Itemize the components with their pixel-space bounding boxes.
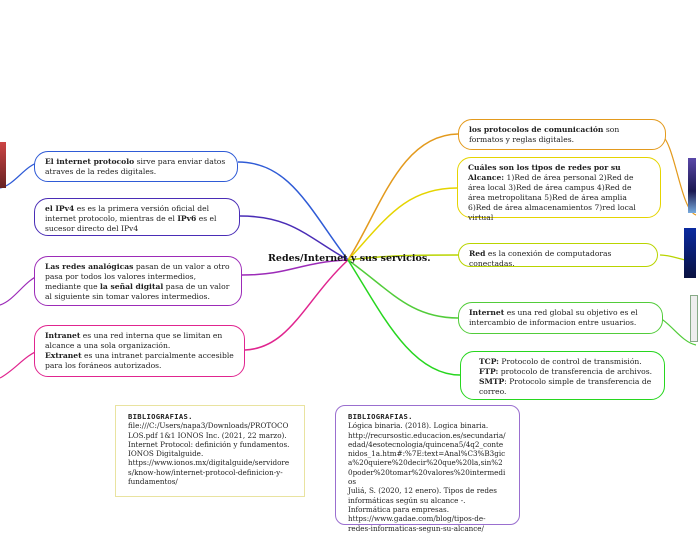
node-text-2: pasa de un valor al siguiente sin tomar … bbox=[45, 282, 230, 301]
thumbnail-image-left bbox=[0, 142, 6, 188]
connector-protocolos bbox=[347, 133, 459, 261]
protocol-line-tcp: TCP: Protocolo de control de transmisión… bbox=[479, 357, 654, 367]
node-bold: El internet protocolo bbox=[45, 157, 135, 166]
bibliography-entry-2: Juliá, S. (2020, 12 enero). Tipos de red… bbox=[348, 486, 497, 533]
node-text-2: es una intranet parcialmente accesible p… bbox=[45, 351, 234, 370]
connector-intranet bbox=[244, 259, 349, 351]
connector-internet bbox=[347, 259, 459, 319]
node-intranet[interactable]: Intranet es una red interna que se limit… bbox=[34, 325, 245, 377]
connector-tipos bbox=[347, 187, 458, 261]
thumbnail-image-right-mid bbox=[684, 228, 696, 278]
bibliography-title: BIBLIOGRAFIAS. bbox=[128, 412, 193, 421]
node-bold-2: la señal digital bbox=[100, 282, 164, 291]
node-text: sirve para enviar datos atraves de la re… bbox=[45, 157, 226, 176]
node-tcp-ftp-smtp[interactable]: TCP: Protocolo de control de transmisión… bbox=[460, 351, 665, 400]
node-tipos-de-redes[interactable]: Cuáles son los tipos de redes por su Alc… bbox=[457, 157, 661, 222]
node-text: 1)Red de área personal 2)Red de área loc… bbox=[468, 173, 636, 222]
node-bold: Cuáles son los tipos de redes por su Alc… bbox=[468, 163, 621, 182]
node-redes-analogicas[interactable]: Las redes analógicas pasan de un valor a… bbox=[34, 256, 242, 306]
node-bold: Las redes analógicas bbox=[45, 262, 134, 271]
bibliography-box-2[interactable]: BIBLIOGRAFIAS. Lógica binaria. (2018). L… bbox=[335, 405, 520, 533]
protocol-tcp-text: Protocolo de control de transmisión. bbox=[498, 357, 642, 366]
connector-ipv4 bbox=[239, 215, 349, 261]
node-bold: el IPv4 bbox=[45, 204, 75, 213]
node-protocolos-comunicacion[interactable]: los protocolos de comunicación son forma… bbox=[458, 119, 666, 150]
bibliography-title: BIBLIOGRAFIAS. bbox=[348, 412, 413, 421]
node-bold: Red bbox=[469, 249, 486, 258]
node-red[interactable]: Red es la conexión de computadoras conec… bbox=[458, 243, 658, 268]
protocol-line-smtp: SMTP: Protocolo simple de transferencia … bbox=[479, 377, 654, 397]
protocol-smtp-text: : Protocolo simple de transferencia de c… bbox=[479, 377, 652, 396]
node-text: pasan de un valor a otro pasa por todos … bbox=[45, 262, 230, 291]
node-text: es la conexión de computadoras conectada… bbox=[469, 249, 612, 268]
bibliography-entry-1: Lógica binaria. (2018). Logica binaria. … bbox=[348, 421, 506, 487]
protocol-ftp-bold: FTP: bbox=[479, 367, 499, 376]
connector-analogicas bbox=[241, 259, 349, 276]
protocol-tcp-bold: TCP: bbox=[479, 357, 499, 366]
node-text: es una red global su objetivo es el inte… bbox=[469, 308, 638, 327]
thumbnail-image-right-top bbox=[688, 158, 696, 213]
thumbnail-image-right-low bbox=[690, 295, 698, 342]
node-ipv4[interactable]: el IPv4 es es la primera versión oficial… bbox=[34, 198, 240, 236]
node-internet-protocolo[interactable]: El internet protocolo sirve para enviar … bbox=[34, 151, 238, 182]
bibliography-entries: file:///C:/Users/napa3/Downloads/PROTOCO… bbox=[128, 421, 290, 487]
central-topic[interactable]: Redes/Internet y sus servicios. bbox=[268, 253, 431, 264]
node-text: son formatos y reglas digitales. bbox=[469, 125, 620, 144]
bibliography-box-1[interactable]: BIBLIOGRAFIAS. file:///C:/Users/napa3/Do… bbox=[115, 405, 305, 497]
node-text: es es la primera versión oficial del int… bbox=[45, 204, 209, 223]
node-bold: los protocolos de comunicación bbox=[469, 125, 604, 134]
node-internet[interactable]: Internet es una red global su objetivo e… bbox=[458, 302, 663, 334]
protocol-smtp-bold: SMTP bbox=[479, 377, 505, 386]
node-bold-2: IPv6 bbox=[177, 214, 197, 223]
node-text: es una red interna que se limitan en alc… bbox=[45, 331, 223, 350]
node-bold-2: Extranet bbox=[45, 351, 82, 360]
connector-tcp bbox=[347, 259, 461, 376]
node-text-2: es el sucesor directo del IPv4 bbox=[45, 214, 217, 233]
connector-red bbox=[347, 254, 459, 261]
protocol-line-ftp: FTP: protocolo de transferencia de archi… bbox=[479, 367, 654, 377]
protocol-ftp-text: protocolo de transferencia de archivos. bbox=[498, 367, 653, 376]
node-bold: Intranet bbox=[45, 331, 81, 340]
node-bold: Internet bbox=[469, 308, 505, 317]
connector-protocolo bbox=[237, 161, 349, 261]
